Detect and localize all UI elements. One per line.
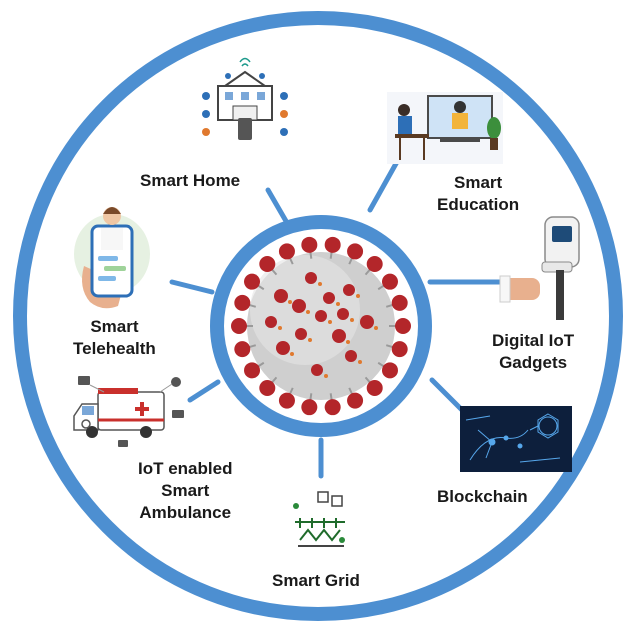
smart-home-icon <box>202 57 288 140</box>
power-grid-icon <box>285 486 355 552</box>
label-line: Smart Home <box>140 171 241 190</box>
label-line: Education <box>437 195 520 214</box>
online-education-icon <box>387 92 503 164</box>
label-line: Blockchain <box>437 487 528 506</box>
label-line: Smart <box>453 173 503 192</box>
label-smart-home: Smart Home <box>140 170 240 192</box>
label-smart-grid: Smart Grid <box>272 570 360 592</box>
connector-blockchain <box>429 377 465 413</box>
label-line: Telehealth <box>73 339 156 358</box>
label-line: Gadgets <box>499 353 568 372</box>
telehealth-phone-icon <box>74 207 150 309</box>
temperature-scanner-icon <box>499 216 580 320</box>
coronavirus-icon <box>231 236 411 416</box>
label-line: IoT enabled <box>138 459 233 478</box>
label-smart-ambulance: IoT enabled Smart Ambulance <box>138 458 232 524</box>
label-line: Ambulance <box>139 503 232 522</box>
label-line: Smart Grid <box>272 571 360 590</box>
connector-telehealth <box>169 279 215 295</box>
label-line: Smart <box>161 481 210 500</box>
label-line: Digital IoT <box>492 331 575 350</box>
label-smart-education: Smart Education <box>437 172 519 216</box>
outer-ring <box>13 11 623 621</box>
label-blockchain: Blockchain <box>437 486 528 508</box>
label-line: Smart <box>90 317 139 336</box>
ambulance-icon <box>73 376 184 447</box>
connector-smart-education <box>367 157 401 213</box>
robot-hand-network-icon <box>460 406 572 472</box>
connector-ambulance <box>187 379 221 403</box>
label-smart-telehealth: Smart Telehealth <box>73 316 156 360</box>
label-digital-iot-gadgets: Digital IoT Gadgets <box>492 330 574 374</box>
